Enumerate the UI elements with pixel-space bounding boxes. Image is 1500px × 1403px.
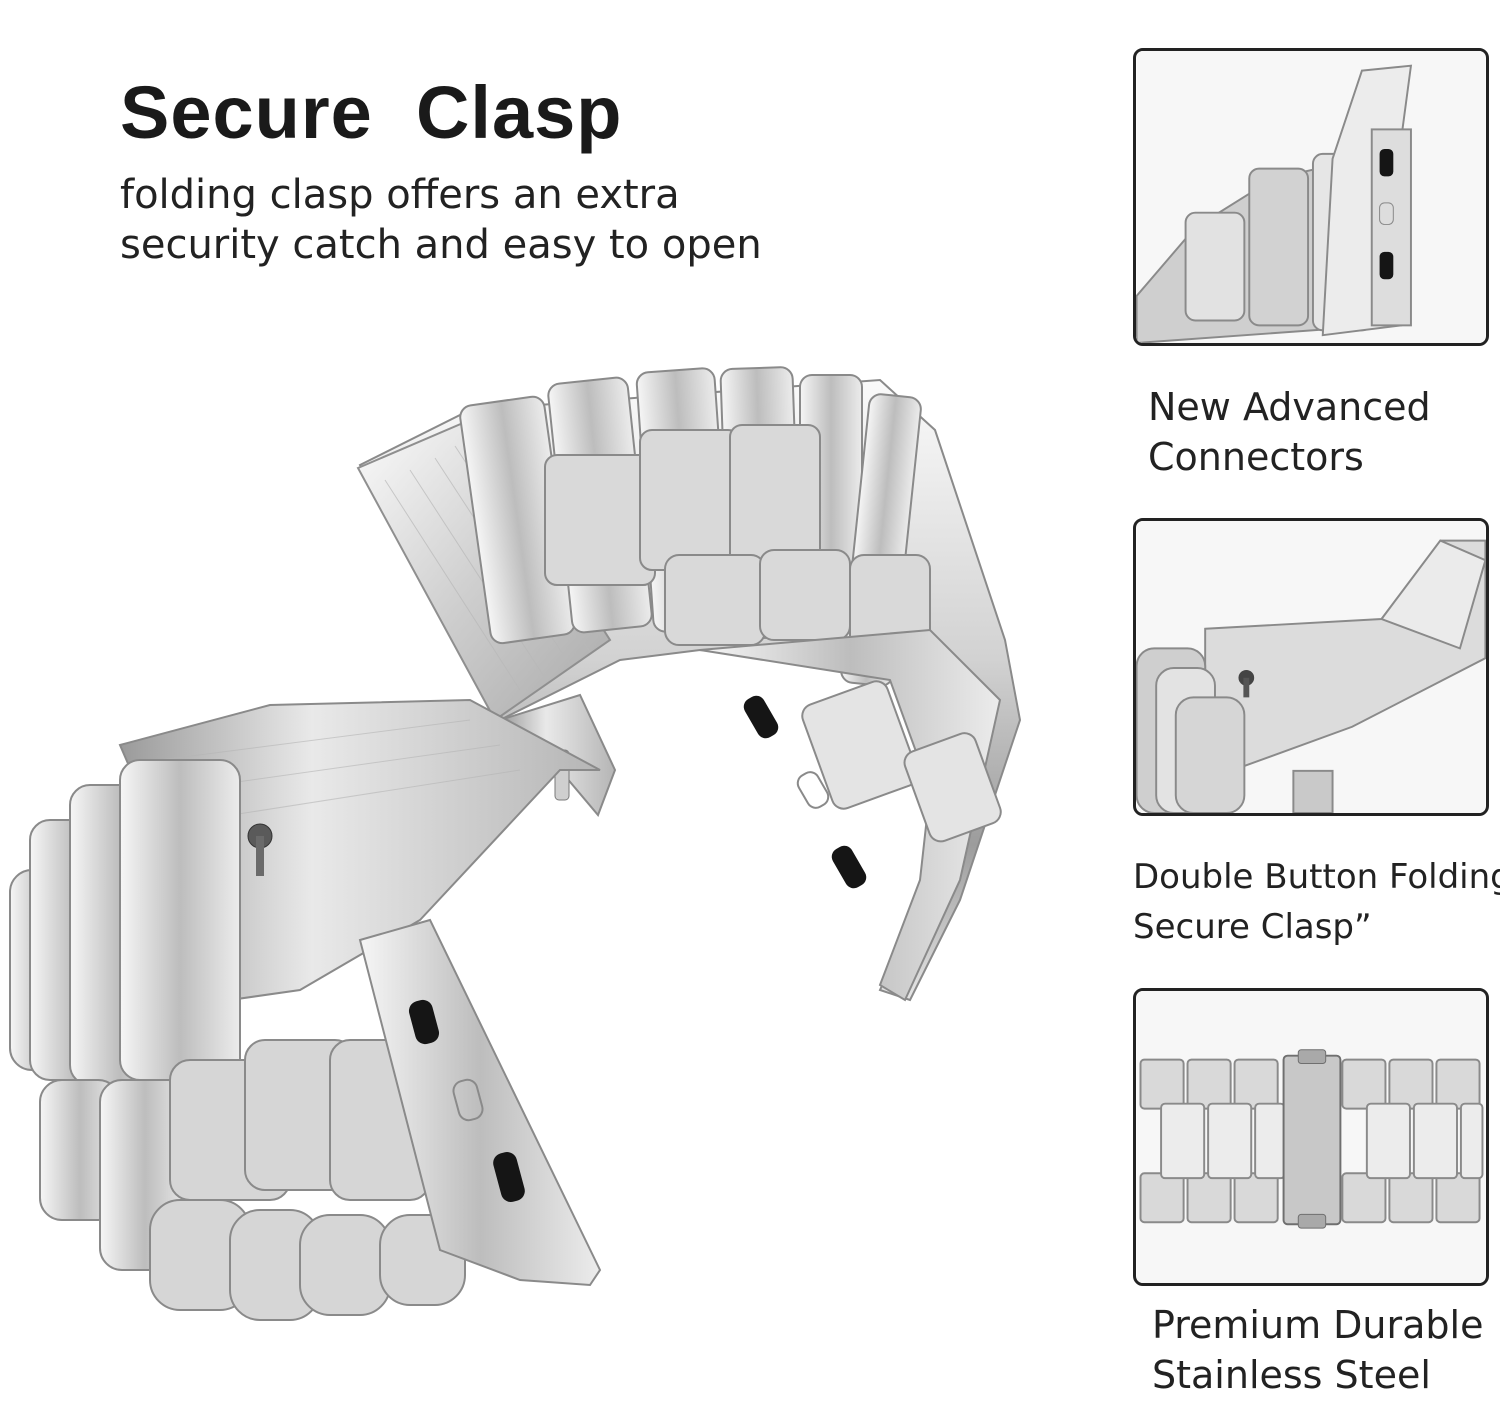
caption-line: New Advanced	[1148, 385, 1431, 429]
clasp-closeup-image	[1136, 521, 1486, 813]
feature-panel-connectors	[1133, 48, 1489, 346]
caption-clasp: Double Button Folding Secure Clasp”	[1133, 852, 1500, 952]
caption-line: Secure Clasp”	[1133, 907, 1372, 947]
headline-title: Secure Clasp	[120, 71, 623, 154]
feature-panel-clasp	[1133, 518, 1489, 816]
lower-band	[9, 698, 602, 1321]
subtitle-line: security catch and easy to open	[120, 222, 762, 268]
feature-panel-steel	[1133, 988, 1489, 1286]
caption-line: Stainless Steel	[1152, 1353, 1431, 1397]
caption-line: Connectors	[1148, 435, 1364, 479]
headline-subtitle: folding clasp offers an extra security c…	[120, 170, 840, 270]
caption-connectors: New Advanced Connectors	[1148, 382, 1431, 482]
caption-line: Double Button Folding	[1133, 857, 1500, 897]
connector-closeup-image	[1136, 51, 1486, 343]
caption-line: Premium Durable	[1152, 1303, 1484, 1347]
watch-band-illustration	[9, 366, 1022, 1321]
upper-band	[356, 366, 1022, 1002]
caption-steel: Premium Durable Stainless Steel	[1152, 1300, 1483, 1400]
steel-band-image	[1136, 991, 1486, 1283]
subtitle-line: folding clasp offers an extra	[120, 172, 680, 218]
